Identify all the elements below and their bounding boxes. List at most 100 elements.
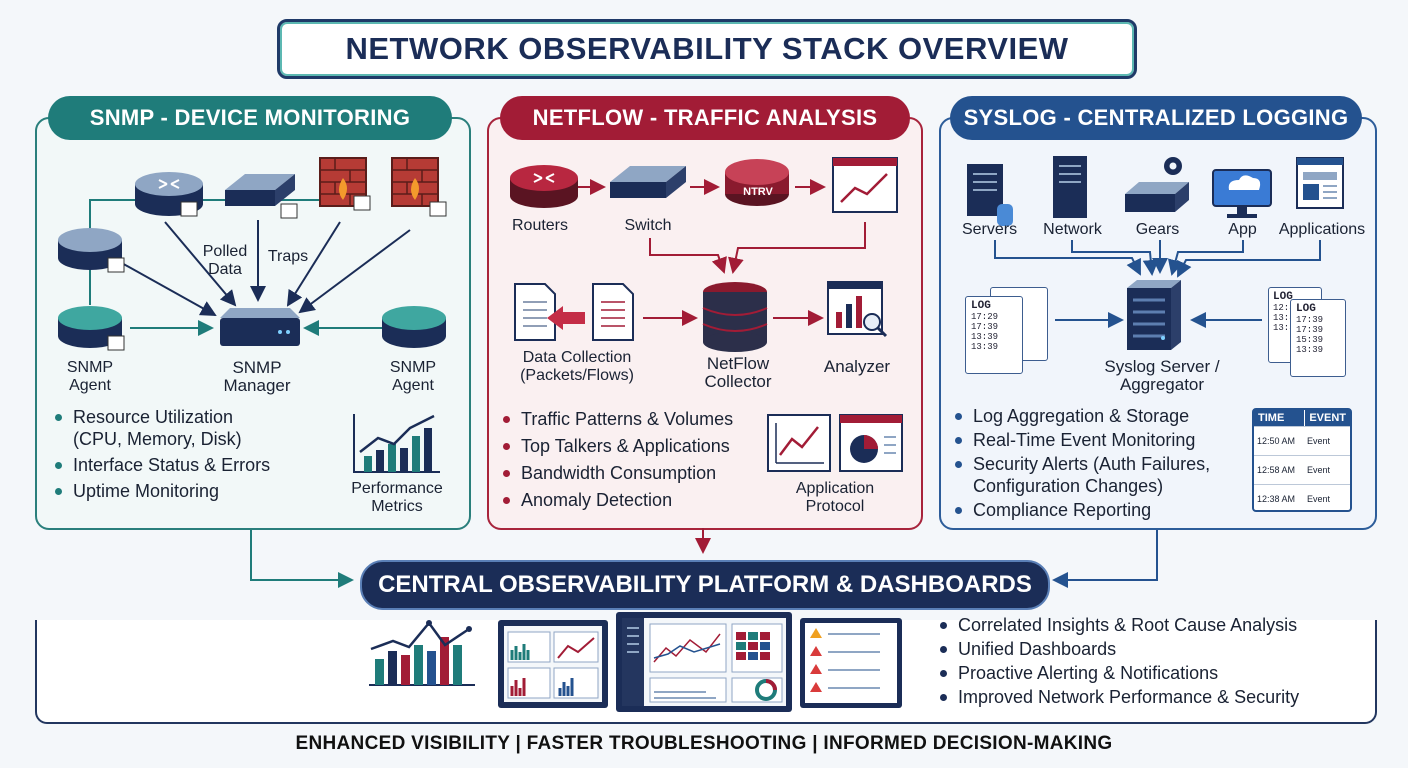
- central-arrows: [250, 528, 1158, 588]
- performance-metrics-label: Performance Metrics: [351, 480, 443, 515]
- central-bullets: Correlated Insights & Root Cause Analysi…: [940, 614, 1360, 708]
- central-platform-title: CENTRAL OBSERVABILITY PLATFORM & DASHBOA…: [360, 560, 1050, 610]
- log-time: 17:39: [1296, 315, 1324, 325]
- list-item: Unified Dashboards: [940, 638, 1360, 660]
- firewall-icon: [391, 157, 447, 217]
- firewall-icon: [319, 157, 371, 211]
- snmp-bullets: Resource Utilization (CPU, Memory, Disk)…: [55, 406, 345, 502]
- log-time: 12:38: [1273, 303, 1301, 313]
- source-applications: Applications: [1278, 221, 1366, 238]
- polled-data-label: Polled Data: [202, 243, 248, 278]
- switch-icon: [225, 174, 298, 219]
- collector-label: NetFlow Collector: [704, 354, 772, 391]
- network-tower-icon: [1053, 156, 1087, 218]
- list-item: Correlated Insights & Root Cause Analysi…: [940, 614, 1360, 636]
- log-time: 17:29: [971, 312, 999, 322]
- list-item: Proactive Alerting & Notifications: [940, 662, 1360, 684]
- app-cloud-icon: [1212, 169, 1272, 218]
- syslog-title: SYSLOG - CENTRALIZED LOGGING: [950, 96, 1362, 140]
- log-card-left: LOG 17:29 17:39 13:39 13:39: [965, 296, 1023, 374]
- traps-label: Traps: [267, 248, 309, 265]
- log-time: 13:39: [1273, 323, 1301, 333]
- source-network: Network: [1043, 221, 1102, 238]
- router-icon: [135, 172, 203, 217]
- table-header-cell: EVENT: [1304, 410, 1350, 426]
- syslog-server-icon: [1127, 280, 1181, 350]
- list-item: Interface Status & Errors: [55, 454, 345, 476]
- log-card-right: LOG 17:39 17:39 15:39 13:39: [1290, 299, 1346, 377]
- source-app: App: [1228, 221, 1257, 238]
- snmp-title: SNMP - DEVICE MONITORING: [48, 96, 452, 140]
- chart-window-icon: [832, 157, 898, 213]
- list-item: Traffic Patterns & Volumes: [503, 408, 773, 430]
- list-item: Log Aggregation & Storage: [955, 405, 1245, 427]
- syslog-devices: [967, 156, 1344, 350]
- log-time: 17:39: [971, 322, 999, 332]
- arrow-left-icon: [547, 306, 585, 330]
- snmp-devices: [58, 157, 447, 351]
- database-icon: [702, 282, 768, 352]
- log-time: 17:39: [1296, 325, 1324, 335]
- snmp-agent-left-label: SNMP Agent: [66, 359, 114, 394]
- dashboard-screen-center: [616, 612, 792, 712]
- syslog-arrows: [994, 240, 1321, 328]
- table-row: 12:38 AM Event: [1254, 484, 1350, 513]
- performance-chart-icon: [353, 414, 440, 473]
- switch-label: Switch: [624, 217, 672, 234]
- footer-tagline: ENHANCED VISIBILITY | FASTER TROUBLESHOO…: [295, 733, 1113, 754]
- table-header-cell: TIME: [1258, 412, 1285, 424]
- dashboard-screens: [498, 612, 902, 712]
- data-collection-label: Data Collection (Packets/Flows): [520, 349, 634, 384]
- routers-label: Routers: [511, 217, 569, 234]
- ntrv-router-icon: [725, 159, 789, 206]
- source-servers: Servers: [961, 221, 1018, 238]
- log-time: 13:39: [971, 332, 999, 342]
- event-table-header: TIME EVENT: [1254, 410, 1350, 426]
- document-icon: [514, 283, 556, 341]
- list-item: Bandwidth Consumption: [503, 462, 773, 484]
- page-title: NETWORK OBSERVABILITY STACK OVERVIEW: [277, 19, 1137, 79]
- applications-window-icon: [1296, 157, 1344, 209]
- application-icons: [767, 414, 903, 472]
- netflow-title: NETFLOW - TRAFFIC ANALYSIS: [500, 96, 910, 140]
- log-title: LOG: [1273, 291, 1293, 303]
- router-icon: [58, 228, 125, 273]
- application-protocol-label: Application Protocol: [795, 480, 875, 515]
- snmp-manager-label: SNMP Manager: [223, 358, 291, 395]
- list-item: Real-Time Event Monitoring: [955, 429, 1245, 451]
- table-cell: 12:58 AM: [1257, 465, 1296, 475]
- dashboard-screen-left: [498, 620, 608, 708]
- router-icon: [510, 165, 578, 208]
- syslog-server-label: Syslog Server / Aggregator: [1104, 357, 1220, 394]
- gear-icon: [1125, 157, 1189, 212]
- snmp-manager-icon: [220, 308, 300, 346]
- log-time: 13:39: [971, 342, 999, 352]
- log-time: 15:39: [1296, 335, 1324, 345]
- list-item: Top Talkers & Applications: [503, 435, 773, 457]
- ntrv-label: NTRV: [743, 186, 773, 198]
- snmp-agent-icon: [382, 306, 446, 348]
- analyzer-label: Analyzer: [823, 357, 891, 376]
- snmp-agent-right-label: SNMP Agent: [389, 359, 437, 394]
- central-chart-icon: [369, 620, 475, 686]
- event-table: TIME EVENT 12:50 AM Event 12:58 AM Event…: [1252, 408, 1352, 512]
- log-time: 13:39: [1273, 313, 1301, 323]
- table-cell: Event: [1307, 494, 1331, 504]
- server-icon: [967, 164, 1013, 226]
- netflow-devices: [510, 157, 898, 352]
- snmp-agent-icon: [58, 306, 125, 351]
- list-item: Anomaly Detection: [503, 489, 773, 511]
- pie-chart-window-icon: [839, 414, 903, 472]
- netflow-arrows: [578, 179, 866, 326]
- list-item: Improved Network Performance & Security: [940, 686, 1360, 708]
- switch-icon: [610, 166, 686, 198]
- log-time: 13:39: [1296, 345, 1324, 355]
- table-row: 12:50 AM Event: [1254, 426, 1350, 455]
- document-icon: [592, 283, 634, 341]
- list-item: Uptime Monitoring: [55, 480, 345, 502]
- list-item: Security Alerts (Auth Failures, Configur…: [955, 453, 1245, 497]
- log-title: LOG: [1296, 303, 1316, 315]
- table-cell: Event: [1307, 436, 1331, 446]
- line-chart-window-icon: [767, 414, 831, 472]
